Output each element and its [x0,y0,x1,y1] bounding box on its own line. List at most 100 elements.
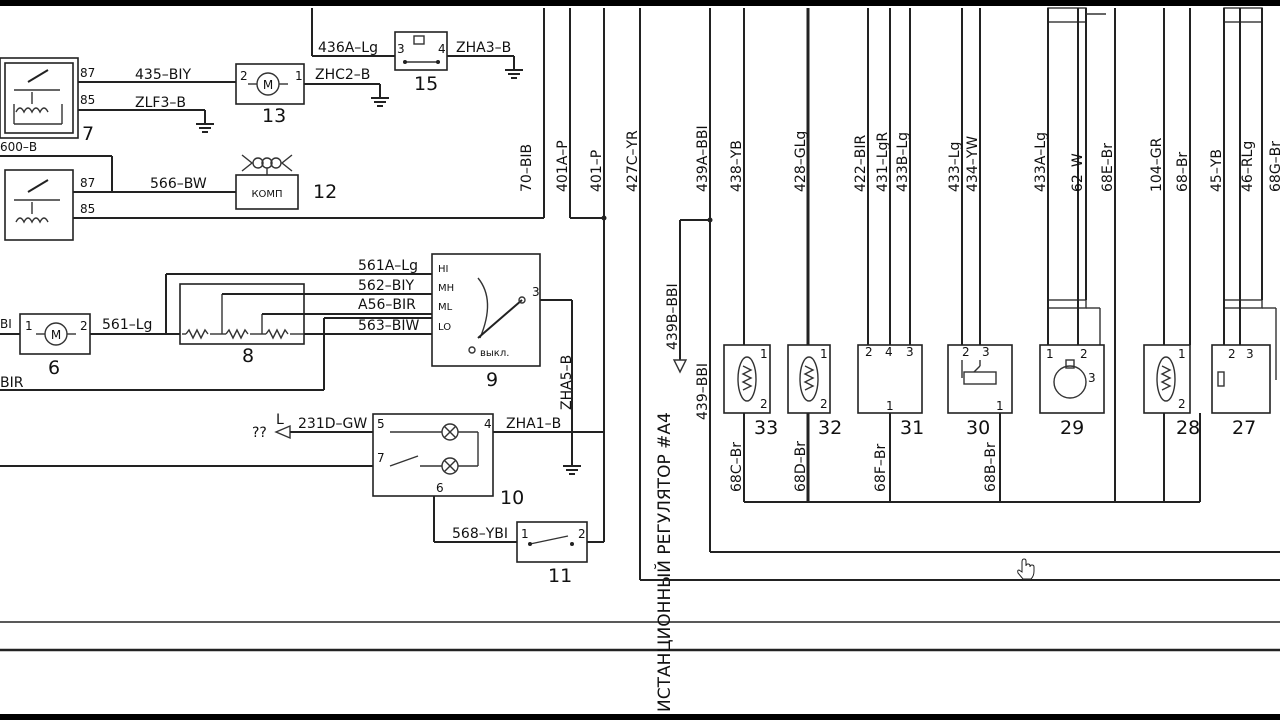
sensor-32: 1 2 32 [787,344,842,439]
relay-7: 87 85 7 [0,57,95,145]
sensor-30-pin-3: 3 [982,345,990,359]
wire-68: 68–Br [1175,152,1191,192]
sensor-29: 1 2 3 29 [1039,344,1105,439]
lamp-10-pin-7: 7 [377,451,385,465]
sensor-29-number: 29 [1060,417,1084,439]
wire-45: 45–YB [1209,149,1225,192]
clutch-coil-icon [241,154,293,175]
wire-BIR-left: BIR [0,375,24,391]
motor-6-symbol: M [51,328,61,342]
wire-431: 431–LgR [875,132,891,192]
sensor-30: 2 3 1 30 [947,344,1013,439]
thermistor-icon [1156,356,1176,402]
wire-438: 438–YB [729,140,745,192]
switch-11-pin-left: 1 [521,527,529,541]
marker-L: L [276,412,284,428]
switch-15-pin-right: 4 [438,42,446,56]
wire-68D: 68D–Br [793,441,809,492]
wire-561: 561–Lg [102,317,152,333]
sensor-27-pin-3: 3 [1246,347,1254,361]
lamp-10-number: 10 [500,487,524,509]
wire-46: 46–RLg [1240,141,1256,192]
wire-ZHA1: ZHA1–B [506,416,561,432]
lamp-10-pin-6: 6 [436,481,444,495]
sensor-28: 1 2 28 [1143,344,1200,439]
sensor-29-pin-1: 1 [1046,347,1054,361]
motor-6-number: 6 [48,357,60,379]
switch-9-pos-lo: LO [438,322,451,333]
sensor-27-pin-2: 2 [1228,347,1236,361]
wire-68B: 68B–Br [983,442,999,492]
lamp-10-pin-4: 4 [484,417,492,431]
wire-433: 433–Lg [947,142,963,192]
wire-ZHC2: ZHC2–B [315,67,370,83]
switch-9-number: 9 [486,369,498,391]
wire-62: 62–W [1070,153,1086,192]
switch-icon [529,535,569,545]
motor-13-pin-left: 2 [240,69,248,83]
wire-561A: 561A–Lg [358,258,418,274]
wire-435: 435–BIY [135,67,191,83]
switch-9-off-label: выкл. [480,348,509,359]
relay-12-pin-87: 87 [80,176,95,190]
sensor-31-number: 31 [900,417,924,439]
wire-231D: 231D–GW [298,416,367,432]
compressor-label: КОМП [251,189,282,200]
sensor-33-pin-1: 1 [760,347,768,361]
motor-6-pin-left: 1 [25,319,33,333]
switch-15: 3 4 15 [394,31,448,95]
wire-600: 600–B [0,140,37,154]
sensor-30-number: 30 [966,417,990,439]
ground-icon [563,465,581,475]
ground-icon [505,69,523,79]
sensor-30-pin-2: 2 [962,345,970,359]
switch-9-pin-3: 3 [532,285,540,299]
wire-ZHA3: ZHA3–B [456,40,511,56]
ground-icon [196,123,214,133]
motor-13-symbol: M [263,78,273,92]
sensor-31-pin-3: 3 [906,345,914,359]
wire-433A: 433A–Lg [1033,132,1049,192]
sensor-31: 2 4 3 1 31 [857,344,924,439]
wire-439B: 439B–BBI [665,283,681,350]
wire-422: 422–BIR [853,135,869,192]
wire-70: 70–BIB [519,144,535,192]
sensor-29-pin-2: 2 [1080,347,1088,361]
switch-15-number: 15 [414,73,438,95]
relay-7-pin-87: 87 [80,66,95,80]
switch-9-pos-hi: HI [438,264,448,275]
wire-68E: 68E–Br [1100,143,1116,192]
wire-434: 434–YW [965,136,981,192]
resistor-block-8-number: 8 [242,345,254,367]
wire-ZHA5: ZHA5–B [559,355,575,410]
sensor-31-pin-2: 2 [865,345,873,359]
relay-icon [13,69,63,125]
pointer-hand-icon [1017,558,1035,580]
wire-A56: A56–BIR [358,297,416,313]
sensor-32-pin-2: 2 [820,397,828,411]
thermistor-icon [737,356,757,402]
relay-12: 87 85 [4,169,95,241]
regulator-label: ИСТАНЦИОННЫЙ РЕГУЛЯТОР #A4 [653,412,675,712]
switch-15-pin-left: 3 [397,42,405,56]
resistor-icon [182,294,304,340]
sensor-28-pin-1: 1 [1178,347,1186,361]
sensor-32-pin-1: 1 [820,347,828,361]
wire-68C: 68C–Br [729,442,745,492]
motor-6: M 1 2 6 [19,313,91,379]
blower-switch-9: HI MH ML LO выкл. 3 9 [431,253,541,391]
wire-401: 401–P [589,150,605,192]
wire-428: 428–GLg [793,131,809,192]
sensor-33: 1 2 33 [723,344,778,439]
resistor-icon [963,371,997,385]
motor-6-pin-right: 2 [80,319,88,333]
switch-11-number: 11 [548,565,572,587]
relay-7-number: 7 [82,123,94,145]
wire-427C: 427C–YR [625,130,641,192]
sensor-33-number: 33 [754,417,778,439]
ground-icon [371,97,389,107]
lamp-block-10: 5 4 7 6 10 [372,413,524,509]
sensor-32-number: 32 [818,417,842,439]
